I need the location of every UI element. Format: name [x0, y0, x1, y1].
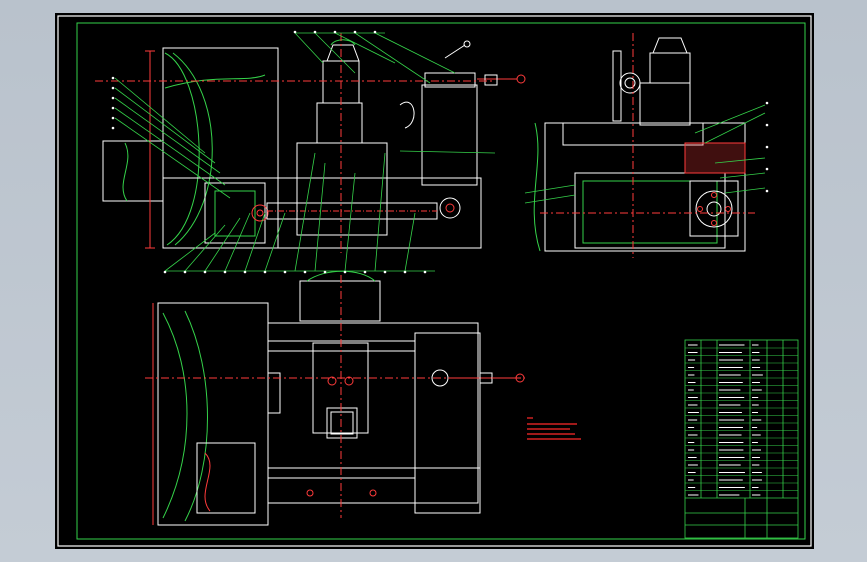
balloon-dot — [244, 271, 247, 274]
balloon-dot — [164, 271, 167, 274]
balloon-dot — [364, 271, 367, 274]
balloon-dot — [344, 271, 347, 274]
balloon-dot — [284, 271, 287, 274]
balloon-dot — [374, 31, 377, 34]
title-block — [685, 340, 798, 538]
balloon-dot — [112, 107, 115, 110]
balloon-dot — [314, 31, 317, 34]
balloon-dot — [112, 77, 115, 80]
balloon-dot — [766, 124, 769, 127]
technical-notes — [527, 418, 581, 439]
sheet-border — [58, 16, 811, 546]
balloon-dot — [224, 271, 227, 274]
balloon-dot — [184, 271, 187, 274]
balloon-dot — [766, 102, 769, 105]
balloon-dot — [424, 271, 427, 274]
balloon-dot — [334, 31, 337, 34]
balloon-dot — [112, 117, 115, 120]
balloon-dot — [404, 271, 407, 274]
balloon-dot — [294, 31, 297, 34]
balloon-dot — [354, 31, 357, 34]
title-block-text-marks — [688, 345, 763, 495]
cad-drawing — [55, 13, 814, 549]
balloon-dot — [204, 271, 207, 274]
balloon-dot — [264, 271, 267, 274]
front-elevation-view — [95, 33, 525, 253]
balloon-dot — [766, 168, 769, 171]
inner-border — [77, 23, 805, 539]
cad-viewport[interactable] — [55, 13, 814, 549]
balloon-dot — [112, 97, 115, 100]
balloon-dot — [766, 146, 769, 149]
title-block-rows — [685, 348, 798, 491]
balloon-dot — [324, 271, 327, 274]
balloon-dot — [112, 127, 115, 130]
balloon-dot — [766, 190, 769, 193]
plan-view — [145, 271, 525, 525]
balloon-dot — [384, 271, 387, 274]
balloon-dot — [112, 87, 115, 90]
side-section-view — [534, 33, 755, 258]
balloon-dot — [304, 271, 307, 274]
